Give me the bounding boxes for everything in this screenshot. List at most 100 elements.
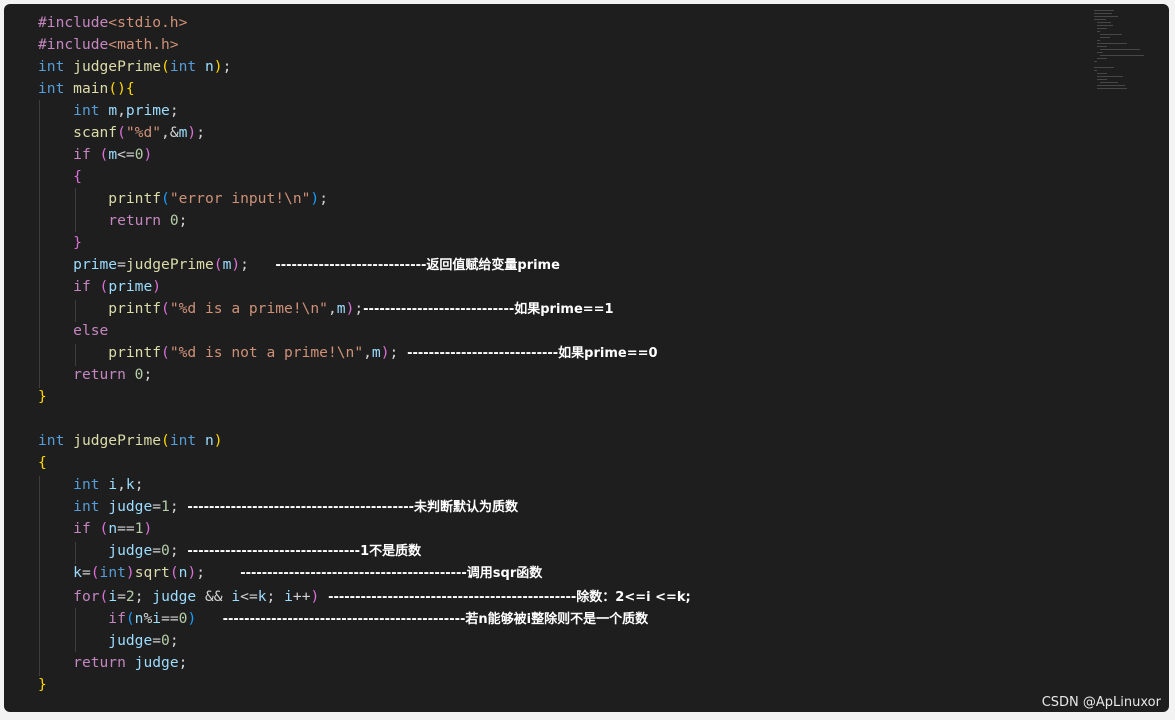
code-line: { [73, 168, 82, 185]
identifier: n [204, 58, 214, 75]
keyword: int [169, 432, 197, 449]
number-literal: 0 [169, 212, 179, 229]
annotation: ----------------------------返回值赋给变量prime [275, 258, 560, 273]
identifier: n [204, 432, 214, 449]
identifier: judge [108, 632, 153, 649]
code-line: int main(){ [38, 80, 135, 97]
code-line: scanf("%d",&m); [73, 124, 206, 141]
keyword: #include [38, 14, 109, 31]
code-line: #include<math.h> [38, 34, 179, 56]
annotation: --------------------------------1不是质数 [187, 544, 422, 559]
function-name: scanf [73, 124, 118, 141]
annotation: ----------------------------------------… [240, 566, 543, 581]
code-line: return judge; [73, 654, 188, 671]
number-literal: 1 [134, 520, 144, 537]
keyword: int [73, 498, 100, 515]
string-literal: "%d is not a prime!\n" [169, 344, 364, 361]
function-name: printf [108, 344, 162, 361]
code-line: return 0; [108, 212, 188, 229]
identifier: n [108, 520, 118, 537]
code-line: } [73, 234, 82, 251]
identifier: judge [108, 542, 153, 559]
minimap[interactable] [1094, 10, 1152, 92]
watermark: CSDN @ApLinuxor [1041, 695, 1161, 710]
code-line: if (n==1) [73, 520, 153, 537]
code-line: if (prime) [73, 278, 162, 295]
identifier: judge [152, 588, 197, 605]
number-literal: 0 [161, 632, 170, 649]
code-line: int i,k; [73, 476, 144, 493]
identifier: prime [73, 256, 118, 273]
indent-guide [75, 188, 76, 232]
identifier: i [108, 476, 118, 493]
function-name: judgePrime [125, 256, 214, 273]
code-area[interactable]: #include<stdio.h> #include<math.h> int j… [4, 4, 1084, 712]
keyword: return [73, 654, 126, 671]
keyword: return [73, 366, 126, 383]
code-line: int judgePrime(int n) [38, 432, 223, 449]
annotation: ----------------------------如果prime==0 [407, 346, 658, 361]
code-line: k=(int)sqrt(n); ------------------------… [73, 564, 543, 581]
indent-guide [75, 608, 76, 652]
identifier: m [108, 146, 118, 163]
keyword: if [108, 610, 126, 627]
identifier: judge [108, 498, 153, 515]
code-line: #include<stdio.h> [38, 12, 187, 34]
keyword: if [73, 146, 91, 163]
string-literal: "error input!\n" [169, 190, 311, 207]
code-line: judge=0; -------------------------------… [108, 542, 422, 559]
string-literal: "%d is a prime!\n" [169, 300, 328, 317]
indent-guide [75, 300, 76, 322]
keyword: int [169, 58, 197, 75]
identifier: n [178, 564, 188, 581]
function-name: main [73, 80, 109, 97]
number-literal: 2 [125, 588, 135, 605]
code-line: printf("error input!\n"); [108, 190, 328, 207]
annotation: ----------------------------------------… [328, 590, 691, 605]
annotation: ----------------------------如果prime==1 [363, 302, 614, 317]
annotation: ----------------------------------------… [222, 612, 649, 627]
identifier: judge [134, 654, 179, 671]
code-line: int judge=1; ---------------------------… [73, 498, 519, 515]
function-name: judgePrime [73, 432, 162, 449]
code-line: int judgePrime(int n); [38, 58, 232, 75]
number-literal: 0 [134, 366, 144, 383]
keyword: int [73, 476, 100, 493]
code-line: prime=judgePrime(m); -------------------… [73, 256, 560, 273]
identifier: i [284, 588, 293, 605]
header-name: <math.h> [108, 36, 179, 53]
indent-guide [39, 100, 40, 388]
code-line: return 0; [73, 366, 153, 383]
code-line: else [38, 320, 108, 342]
code-line: for(i=2; judge && i<=k; i++) -----------… [73, 588, 691, 605]
code-line: } [38, 388, 47, 405]
identifier: k [257, 588, 267, 605]
indent-guide [39, 476, 40, 676]
code-line: { [38, 454, 47, 471]
number-literal: 1 [161, 498, 170, 515]
identifier: m [336, 300, 346, 317]
header-name: <stdio.h> [108, 14, 188, 31]
function-name: printf [108, 300, 162, 317]
string-literal: "%d" [125, 124, 162, 141]
identifier: m [108, 102, 118, 119]
indent-guide [75, 344, 76, 366]
keyword: for [73, 588, 100, 605]
code-line: printf("%d is a prime!\n",m);-----------… [108, 300, 614, 317]
code-editor[interactable]: #include<stdio.h> #include<math.h> int j… [4, 4, 1169, 712]
identifier: m [371, 344, 381, 361]
annotation: ----------------------------------------… [187, 500, 519, 515]
keyword: int [73, 102, 100, 119]
code-line: judge=0; [108, 632, 179, 649]
code-line: if (m<=0) [73, 146, 153, 163]
keyword: int [38, 432, 65, 449]
code-line: } [38, 676, 47, 693]
number-literal: 0 [178, 610, 188, 627]
identifier: prime [108, 278, 153, 295]
identifier: m [178, 124, 188, 141]
identifier: k [73, 564, 82, 581]
code-line: int m,prime; [73, 102, 179, 119]
code-line: if(n%i==0) -----------------------------… [108, 610, 649, 627]
identifier: i [231, 588, 241, 605]
identifier: prime [125, 102, 170, 119]
